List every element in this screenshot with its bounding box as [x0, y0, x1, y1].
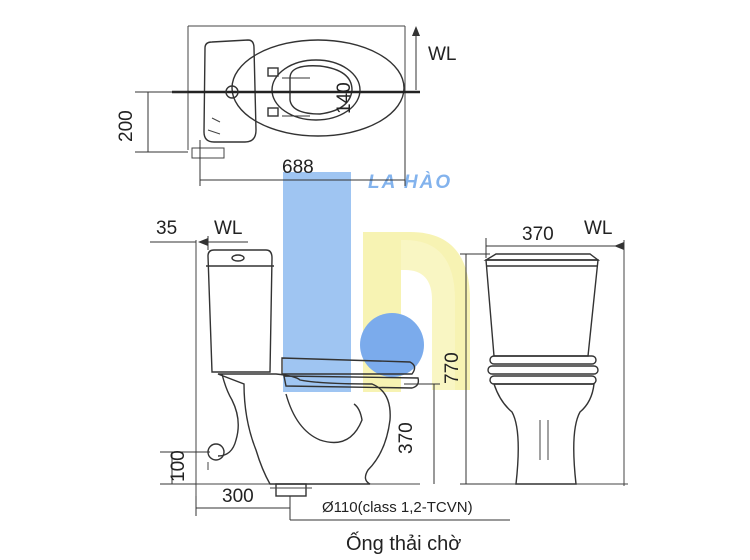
label-dim-140: 140 [334, 82, 355, 114]
label-dim-688: 688 [282, 157, 314, 178]
label-dim-100: 100 [168, 450, 189, 482]
top-view [135, 25, 420, 186]
label-dim-370-width: 370 [522, 224, 554, 245]
label-caption: Ống thải chờ [346, 531, 461, 555]
watermark-text: LA HÀO [368, 171, 452, 193]
watermark-logo: LA HÀO [283, 171, 470, 392]
label-dim-370-height: 370 [396, 422, 417, 454]
label-pipe-spec: Ø110(class 1,2-TCVN) [322, 499, 473, 516]
label-wl-front: WL [584, 218, 613, 239]
label-wl-top: WL [428, 44, 457, 65]
label-dim-35: 35 [156, 218, 177, 239]
label-dim-200: 200 [116, 110, 137, 142]
label-wl-side: WL [214, 218, 243, 239]
front-view [460, 238, 628, 486]
label-dim-770: 770 [442, 352, 463, 384]
label-dim-300: 300 [222, 486, 254, 507]
watermark-blue-bar [283, 172, 351, 392]
side-view [150, 236, 510, 521]
watermark-yellow-arc-inner [365, 240, 455, 390]
